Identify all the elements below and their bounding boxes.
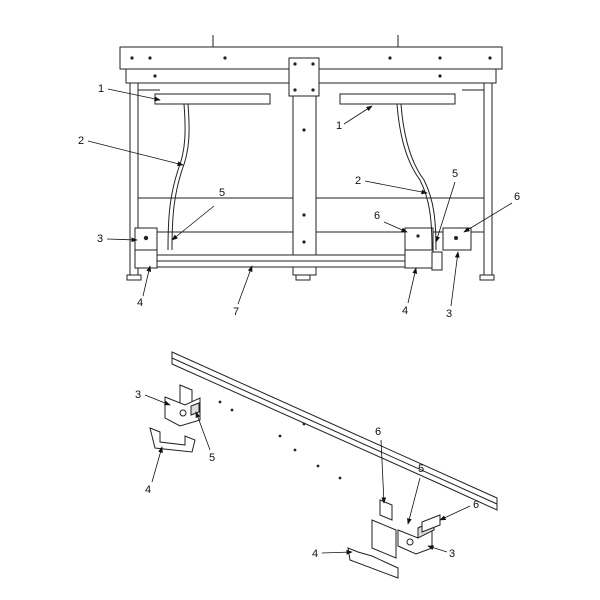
callout-6: 6 (374, 210, 380, 222)
callout-5: 5 (219, 187, 225, 199)
callout-4: 4 (145, 484, 151, 496)
callout-3: 3 (97, 233, 103, 245)
callout-1: 1 (98, 83, 104, 95)
callout-4: 4 (137, 297, 143, 309)
callout-2: 2 (355, 175, 361, 187)
callout-6: 6 (514, 191, 520, 203)
detail-callouts: 3 5 4 6 5 6 4 3 (135, 389, 479, 560)
callout-3: 3 (135, 389, 141, 401)
callout-4: 4 (312, 548, 318, 560)
callout-3: 3 (446, 308, 452, 320)
callout-5: 5 (209, 452, 215, 464)
block-left (164, 396, 201, 427)
callout-1: 1 (336, 120, 342, 132)
right-leg (483, 82, 493, 276)
bracket-right (339, 93, 456, 105)
bracket-left (154, 93, 271, 105)
callout-2: 2 (78, 135, 84, 147)
callout-6: 6 (375, 426, 381, 438)
callout-6: 6 (473, 499, 479, 511)
callout-3: 3 (449, 548, 455, 560)
frame-assembly (119, 35, 503, 281)
channel-left (149, 427, 196, 453)
channel-right (371, 519, 397, 559)
top-callouts: 1 1 2 2 5 5 6 6 3 3 4 4 7 (78, 83, 520, 320)
callout-4: 4 (402, 305, 408, 317)
callout-5: 5 (452, 168, 458, 180)
callout-7: 7 (233, 306, 239, 318)
detail-assembly (149, 351, 498, 579)
callout-5: 5 (418, 463, 424, 475)
